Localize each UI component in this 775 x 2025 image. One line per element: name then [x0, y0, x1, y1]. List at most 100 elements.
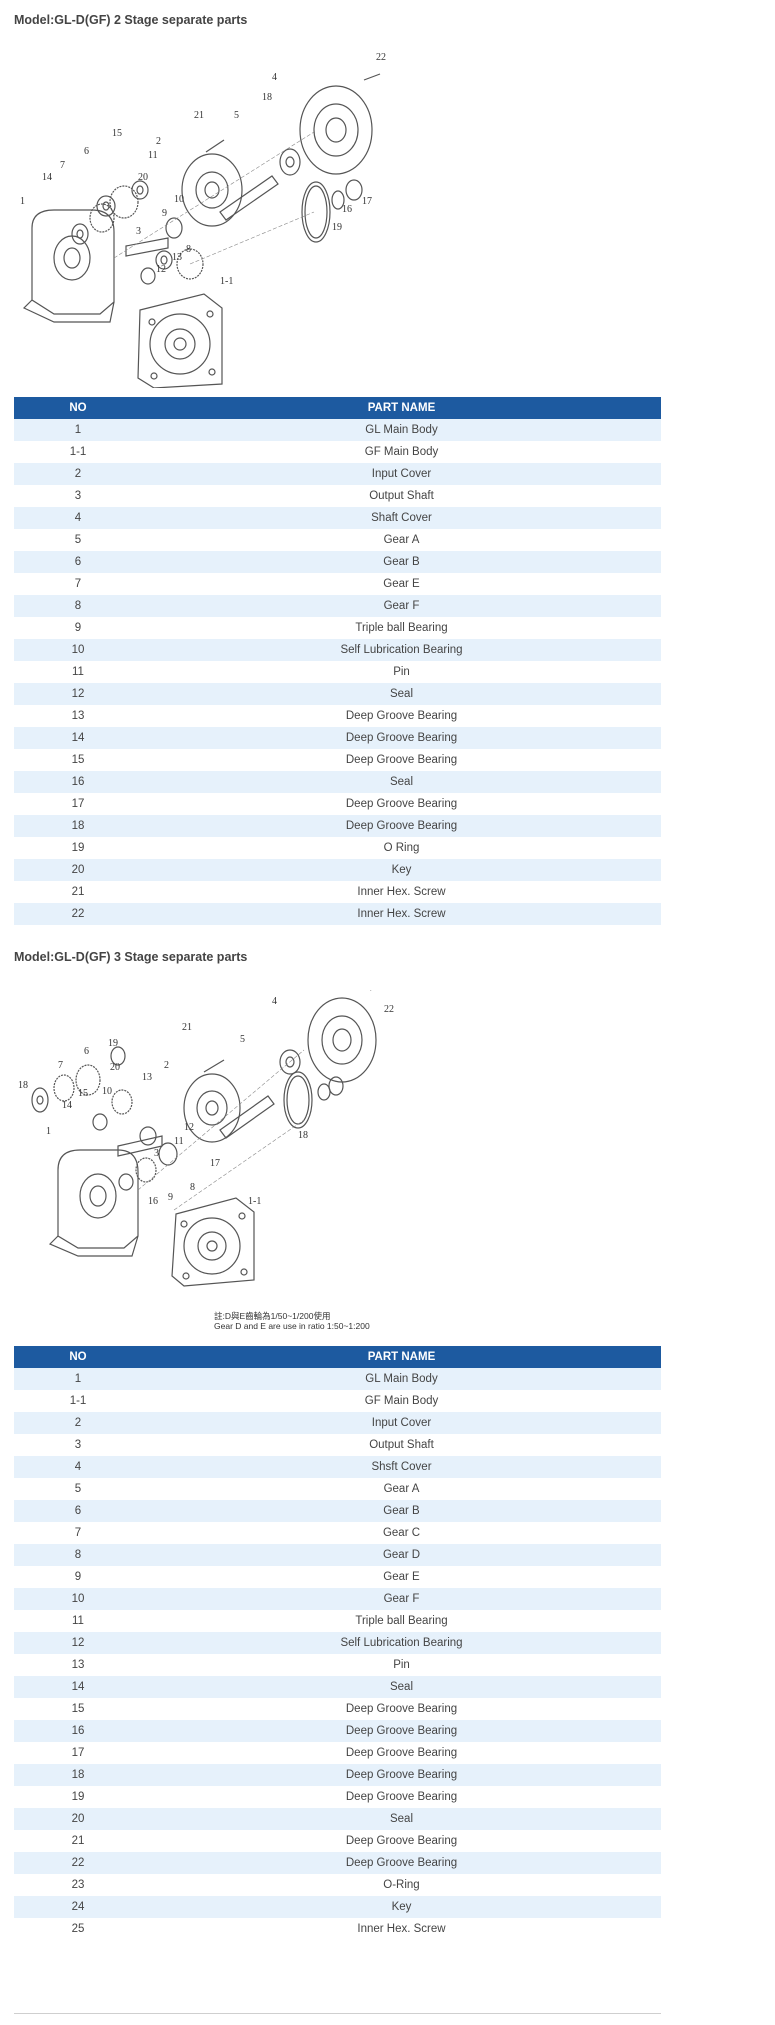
part-name: GL Main Body	[142, 1368, 661, 1390]
part-name: Deep Groove Bearing	[142, 1852, 661, 1874]
callout-14: 14	[62, 1100, 72, 1111]
callout-8: 8	[190, 1182, 195, 1193]
callout-19: 19	[332, 222, 342, 233]
part-name: Deep Groove Bearing	[142, 727, 661, 749]
part-no: 9	[14, 1566, 142, 1588]
col-header-part-name: PART NAME	[142, 1346, 661, 1368]
callout-18: 18	[18, 1080, 28, 1091]
part-name: GF Main Body	[142, 441, 661, 463]
part-name: Gear A	[142, 1478, 661, 1500]
callout-19: 19	[108, 1038, 118, 1049]
callout-17: 17	[362, 196, 372, 207]
part-name: Output Shaft	[142, 485, 661, 507]
part-name: Inner Hex. Screw	[142, 1918, 661, 1940]
part-name: Self Lubrication Bearing	[142, 1632, 661, 1654]
part-name: Deep Groove Bearing	[142, 749, 661, 771]
part-no: 8	[14, 1544, 142, 1566]
part-name: Deep Groove Bearing	[142, 1786, 661, 1808]
part-no: 25	[14, 1918, 142, 1940]
callout-17: 17	[210, 1158, 220, 1169]
part-no: 11	[14, 661, 142, 683]
part-name: Deep Groove Bearing	[142, 1698, 661, 1720]
part-name: Shaft Cover	[142, 507, 661, 529]
section-2-title: Model:GL-D(GF) 3 Stage separate parts	[14, 950, 248, 964]
callout-4: 4	[272, 996, 277, 1007]
callout-16: 16	[148, 1196, 158, 1207]
part-name: Gear E	[142, 573, 661, 595]
part-no: 10	[14, 639, 142, 661]
callout-7: 7	[58, 1060, 63, 1071]
part-name: Input Cover	[142, 1412, 661, 1434]
part-no: 1	[14, 1368, 142, 1390]
part-no: 23	[14, 1874, 142, 1896]
part-name: Gear D	[142, 1544, 661, 1566]
part-no: 22	[14, 903, 142, 925]
callout-2: 2	[164, 1060, 169, 1071]
callout-11: 11	[174, 1136, 184, 1147]
part-no: 6	[14, 1500, 142, 1522]
callout-14: 14	[42, 172, 52, 183]
part-name: Deep Groove Bearing	[142, 1742, 661, 1764]
part-name: Pin	[142, 1654, 661, 1676]
part-no: 20	[14, 859, 142, 881]
note-line-zh: 註:D與E齒輪為1/50~1/200使用	[214, 1311, 331, 1321]
part-name: Input Cover	[142, 463, 661, 485]
callout-6: 6	[84, 146, 89, 157]
bottom-divider	[14, 2013, 661, 2014]
callout-12: 12	[156, 264, 166, 275]
callout-6: 6	[84, 1046, 89, 1057]
part-name: GF Main Body	[142, 1390, 661, 1412]
callout-18: 18	[262, 92, 272, 103]
col-header-no: NO	[14, 397, 142, 419]
part-no: 11	[14, 1610, 142, 1632]
part-no: 24	[14, 1896, 142, 1918]
part-name: Gear B	[142, 1500, 661, 1522]
part-name: Triple ball Bearing	[142, 1610, 661, 1632]
part-no: 3	[14, 485, 142, 507]
callout-13: 13	[142, 1072, 152, 1083]
part-name: Deep Groove Bearing	[142, 815, 661, 837]
part-no: 1-1	[14, 1390, 142, 1412]
part-no: 21	[14, 1830, 142, 1852]
callout-labels: 1 1-1 2 3 4 5 6 7 8 9 10 11 12 13 14 15 …	[18, 996, 394, 1207]
part-no: 9	[14, 617, 142, 639]
part-name: Triple ball Bearing	[142, 617, 661, 639]
part-no: 1-1	[14, 441, 142, 463]
part-no: 12	[14, 1632, 142, 1654]
callout-5: 5	[240, 1034, 245, 1045]
table-header-row: NO PART NAME	[14, 397, 661, 419]
part-name: Inner Hex. Screw	[142, 881, 661, 903]
part-no: 7	[14, 573, 142, 595]
part-no: 2	[14, 463, 142, 485]
part-name: Seal	[142, 771, 661, 793]
callout-22: 22	[384, 1004, 394, 1015]
gf-main-body-part	[137, 293, 223, 388]
callout-21: 21	[182, 1022, 192, 1033]
part-no: 18	[14, 1764, 142, 1786]
part-name: Deep Groove Bearing	[142, 1830, 661, 1852]
